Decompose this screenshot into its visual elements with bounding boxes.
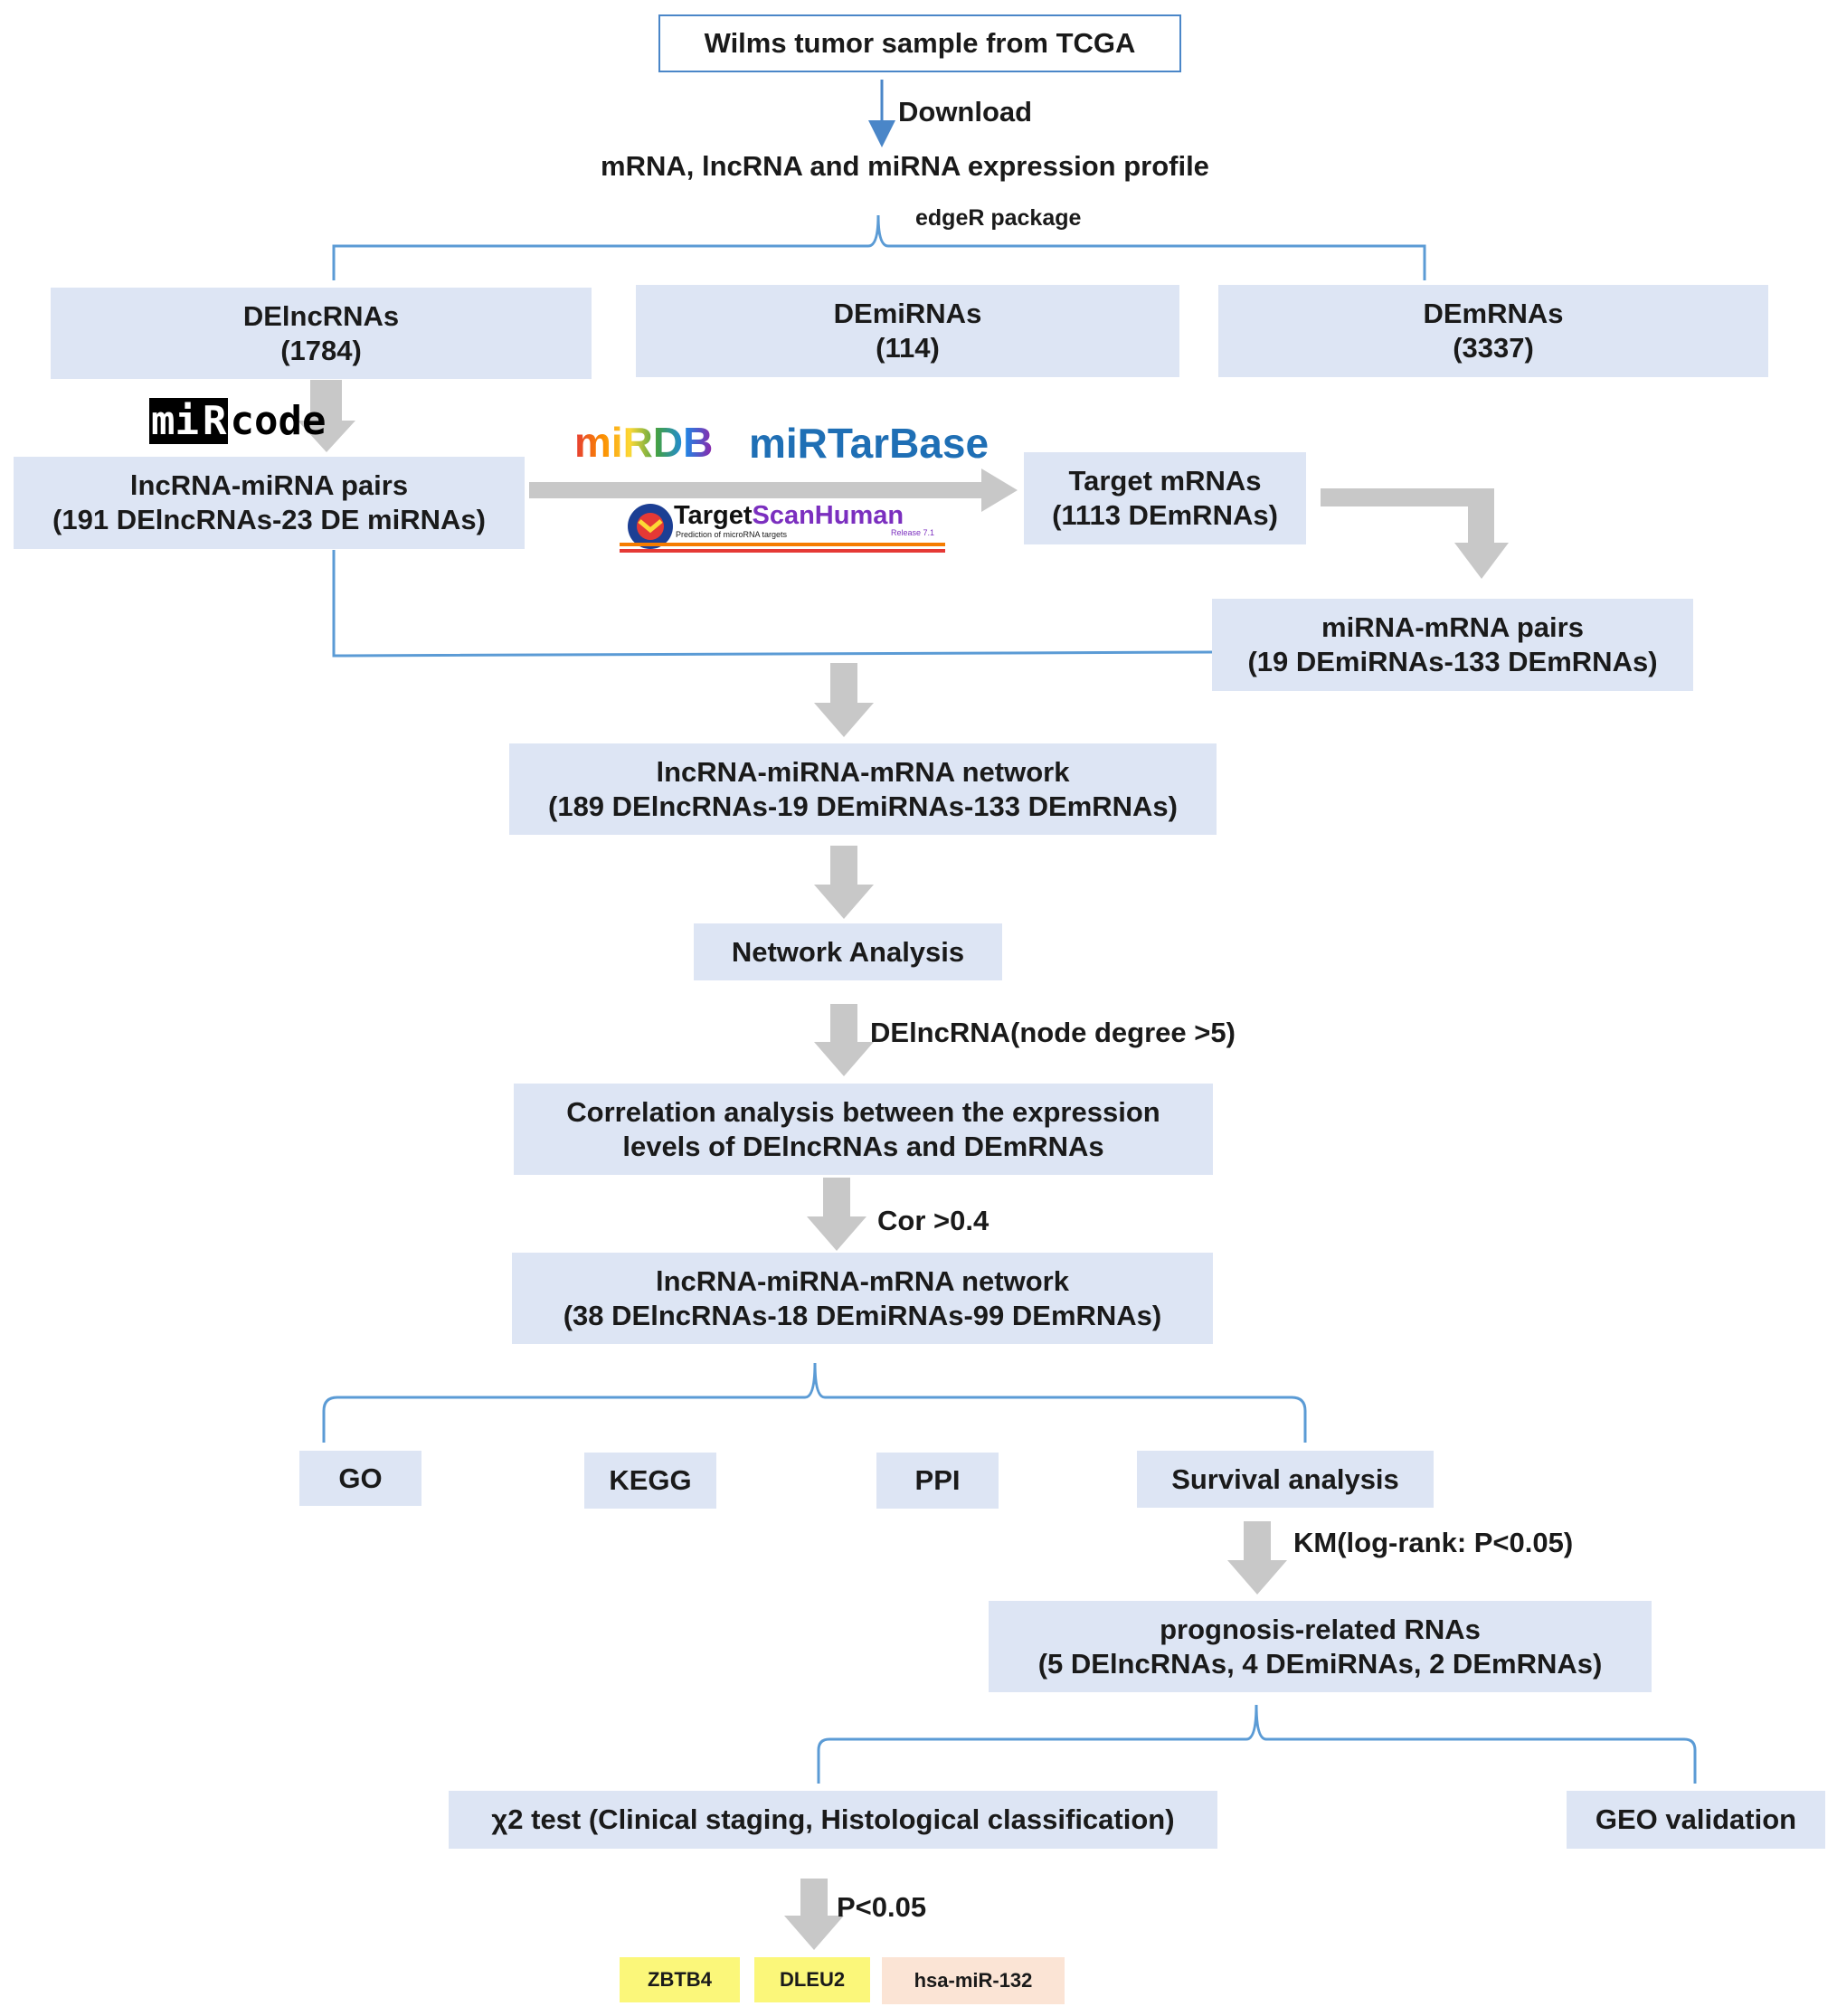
result-hsa-mir-132: hsa-miR-132 — [882, 1957, 1065, 2004]
pairs-merge-line — [332, 550, 1215, 658]
targetscan-logo: TargetScanHuman Prediction of microRNA t… — [620, 499, 950, 555]
demrnas-title: DEmRNAs — [1423, 298, 1564, 329]
delncrnas-title: DElncRNAs — [242, 299, 400, 332]
edger-label: edgeR package — [915, 205, 1082, 231]
survival-box: Survival analysis — [1137, 1451, 1434, 1508]
go-box: GO — [299, 1451, 421, 1506]
cor-label: Cor >0.4 — [877, 1205, 990, 1236]
lncrna-mirna-pairs-box: lncRNA-miRNA pairs (191 DElncRNAs-23 DE … — [14, 457, 525, 549]
targetscan-emblem-icon — [628, 504, 673, 549]
targetscan-title: TargetScanHuman — [674, 501, 904, 531]
mircode-logo-mi: mi — [149, 398, 201, 444]
result-dleu2: DLEU2 — [754, 1957, 870, 2002]
title-box: Wilms tumor sample from TCGA — [658, 14, 1181, 72]
target-mrnas-title: Target mRNAs — [1068, 465, 1262, 497]
prognosis-count: (5 DElncRNAs, 4 DEmiRNAs, 2 DEmRNAs) — [1037, 1647, 1603, 1680]
network1-count: (189 DElncRNAs-19 DEmiRNAs-133 DEmRNAs) — [548, 790, 1178, 822]
go-label: GO — [338, 1462, 383, 1494]
network2-box: lncRNA-miRNA-mRNA network (38 DElncRNAs-… — [512, 1253, 1213, 1344]
lncrna-mirna-pairs-count: (191 DElncRNAs-23 DE miRNAs) — [52, 504, 486, 535]
prognosis-bracket — [817, 1704, 1697, 1784]
arrow-delnc-to-pairs — [298, 380, 355, 452]
arrow-to-correlation — [814, 1004, 874, 1076]
delncrnas-count: (1784) — [280, 334, 362, 366]
geo-validation-label: GEO validation — [1595, 1803, 1797, 1835]
targetscan-release: Release 7.1 — [891, 528, 935, 537]
network2-bracket — [322, 1362, 1307, 1443]
target-mrnas-count: (1113 DEmRNAs) — [1052, 499, 1278, 531]
network2-title: lncRNA-miRNA-mRNA network — [656, 1264, 1069, 1297]
network1-title: lncRNA-miRNA-mRNA network — [656, 755, 1070, 788]
network2-count: (38 DElncRNAs-18 DEmiRNAs-99 DEmRNAs) — [563, 1299, 1162, 1331]
targetscan-stripes-2 — [620, 549, 945, 553]
network1-box: lncRNA-miRNA-mRNA network (189 DElncRNAs… — [509, 743, 1217, 835]
edger-bracket — [332, 214, 1426, 280]
demrnas-box: DEmRNAs (3337) — [1218, 285, 1768, 377]
survival-label: Survival analysis — [1171, 1462, 1399, 1495]
prognosis-box: prognosis-related RNAs (5 DElncRNAs, 4 D… — [989, 1601, 1652, 1692]
result-zbtb4: ZBTB4 — [620, 1957, 740, 2002]
ppi-label: PPI — [914, 1464, 961, 1496]
kegg-box: KEGG — [584, 1453, 716, 1509]
ppi-box: PPI — [876, 1453, 999, 1509]
demrnas-count: (3337) — [1453, 332, 1534, 364]
correlation-box: Correlation analysis between the express… — [514, 1084, 1213, 1175]
targetscan-title-target: Target — [674, 501, 753, 530]
kegg-label: KEGG — [609, 1464, 692, 1496]
correlation-line2: levels of DElncRNAs and DEmRNAs — [622, 1130, 1104, 1162]
arrow-to-prognosis — [1227, 1521, 1287, 1595]
network-analysis-box: Network Analysis — [694, 923, 1002, 980]
prognosis-title: prognosis-related RNAs — [1160, 1613, 1481, 1645]
target-mrnas-box: Target mRNAs (1113 DEmRNAs) — [1024, 452, 1306, 544]
node-degree-label: DElncRNA(node degree >5) — [870, 1017, 1236, 1048]
mircode-logo-code: code — [230, 398, 327, 444]
mircode-logo-r: R — [200, 398, 229, 444]
chi2-test-label: χ2 test (Clinical staging, Histological … — [491, 1803, 1175, 1835]
targetscan-stripes — [620, 543, 945, 546]
arrow-to-network1 — [814, 663, 874, 737]
mirtarbase-logo: miRTarBase — [749, 420, 990, 467]
delncrnas-box: DElncRNAs (1784) — [51, 288, 592, 379]
lncrna-mirna-pairs-title: lncRNA-miRNA pairs — [129, 469, 409, 501]
mirna-mrna-pairs-box: miRNA-mRNA pairs (19 DEmiRNAs-133 DEmRNA… — [1212, 599, 1693, 691]
arrow-targets-to-mim — [1321, 488, 1509, 579]
arrow-pairs-to-targets — [529, 469, 1018, 512]
p-value-label: P<0.05 — [837, 1891, 927, 1923]
targetscan-title-scanhuman: ScanHuman — [752, 501, 904, 530]
arrow-to-results — [784, 1879, 844, 1950]
mircode-logo: miRcode — [149, 398, 326, 444]
targetscan-subtitle: Prediction of microRNA targets — [676, 530, 788, 539]
mirna-mrna-pairs-title: miRNA-mRNA pairs — [1321, 611, 1584, 643]
network-analysis-title: Network Analysis — [731, 935, 965, 968]
km-label: KM(log-rank: P<0.05) — [1293, 1527, 1574, 1558]
mirdb-logo: miRDB — [574, 419, 714, 466]
download-label: Download — [898, 96, 1033, 128]
demirnas-box: DEmiRNAs (114) — [636, 285, 1179, 377]
correlation-line1: Correlation analysis between the express… — [566, 1095, 1160, 1128]
demirnas-count: (114) — [876, 332, 940, 364]
mirna-mrna-pairs-count: (19 DEmiRNAs-133 DEmRNAs) — [1247, 646, 1658, 677]
demirnas-title: DEmiRNAs — [833, 298, 982, 329]
chi2-test-box: χ2 test (Clinical staging, Histological … — [449, 1791, 1217, 1849]
arrow-to-network2 — [807, 1178, 866, 1251]
profile-label: mRNA, lncRNA and miRNA expression profil… — [601, 150, 1209, 182]
geo-validation-box: GEO validation — [1567, 1791, 1825, 1849]
arrow-to-network-analysis — [814, 846, 874, 919]
